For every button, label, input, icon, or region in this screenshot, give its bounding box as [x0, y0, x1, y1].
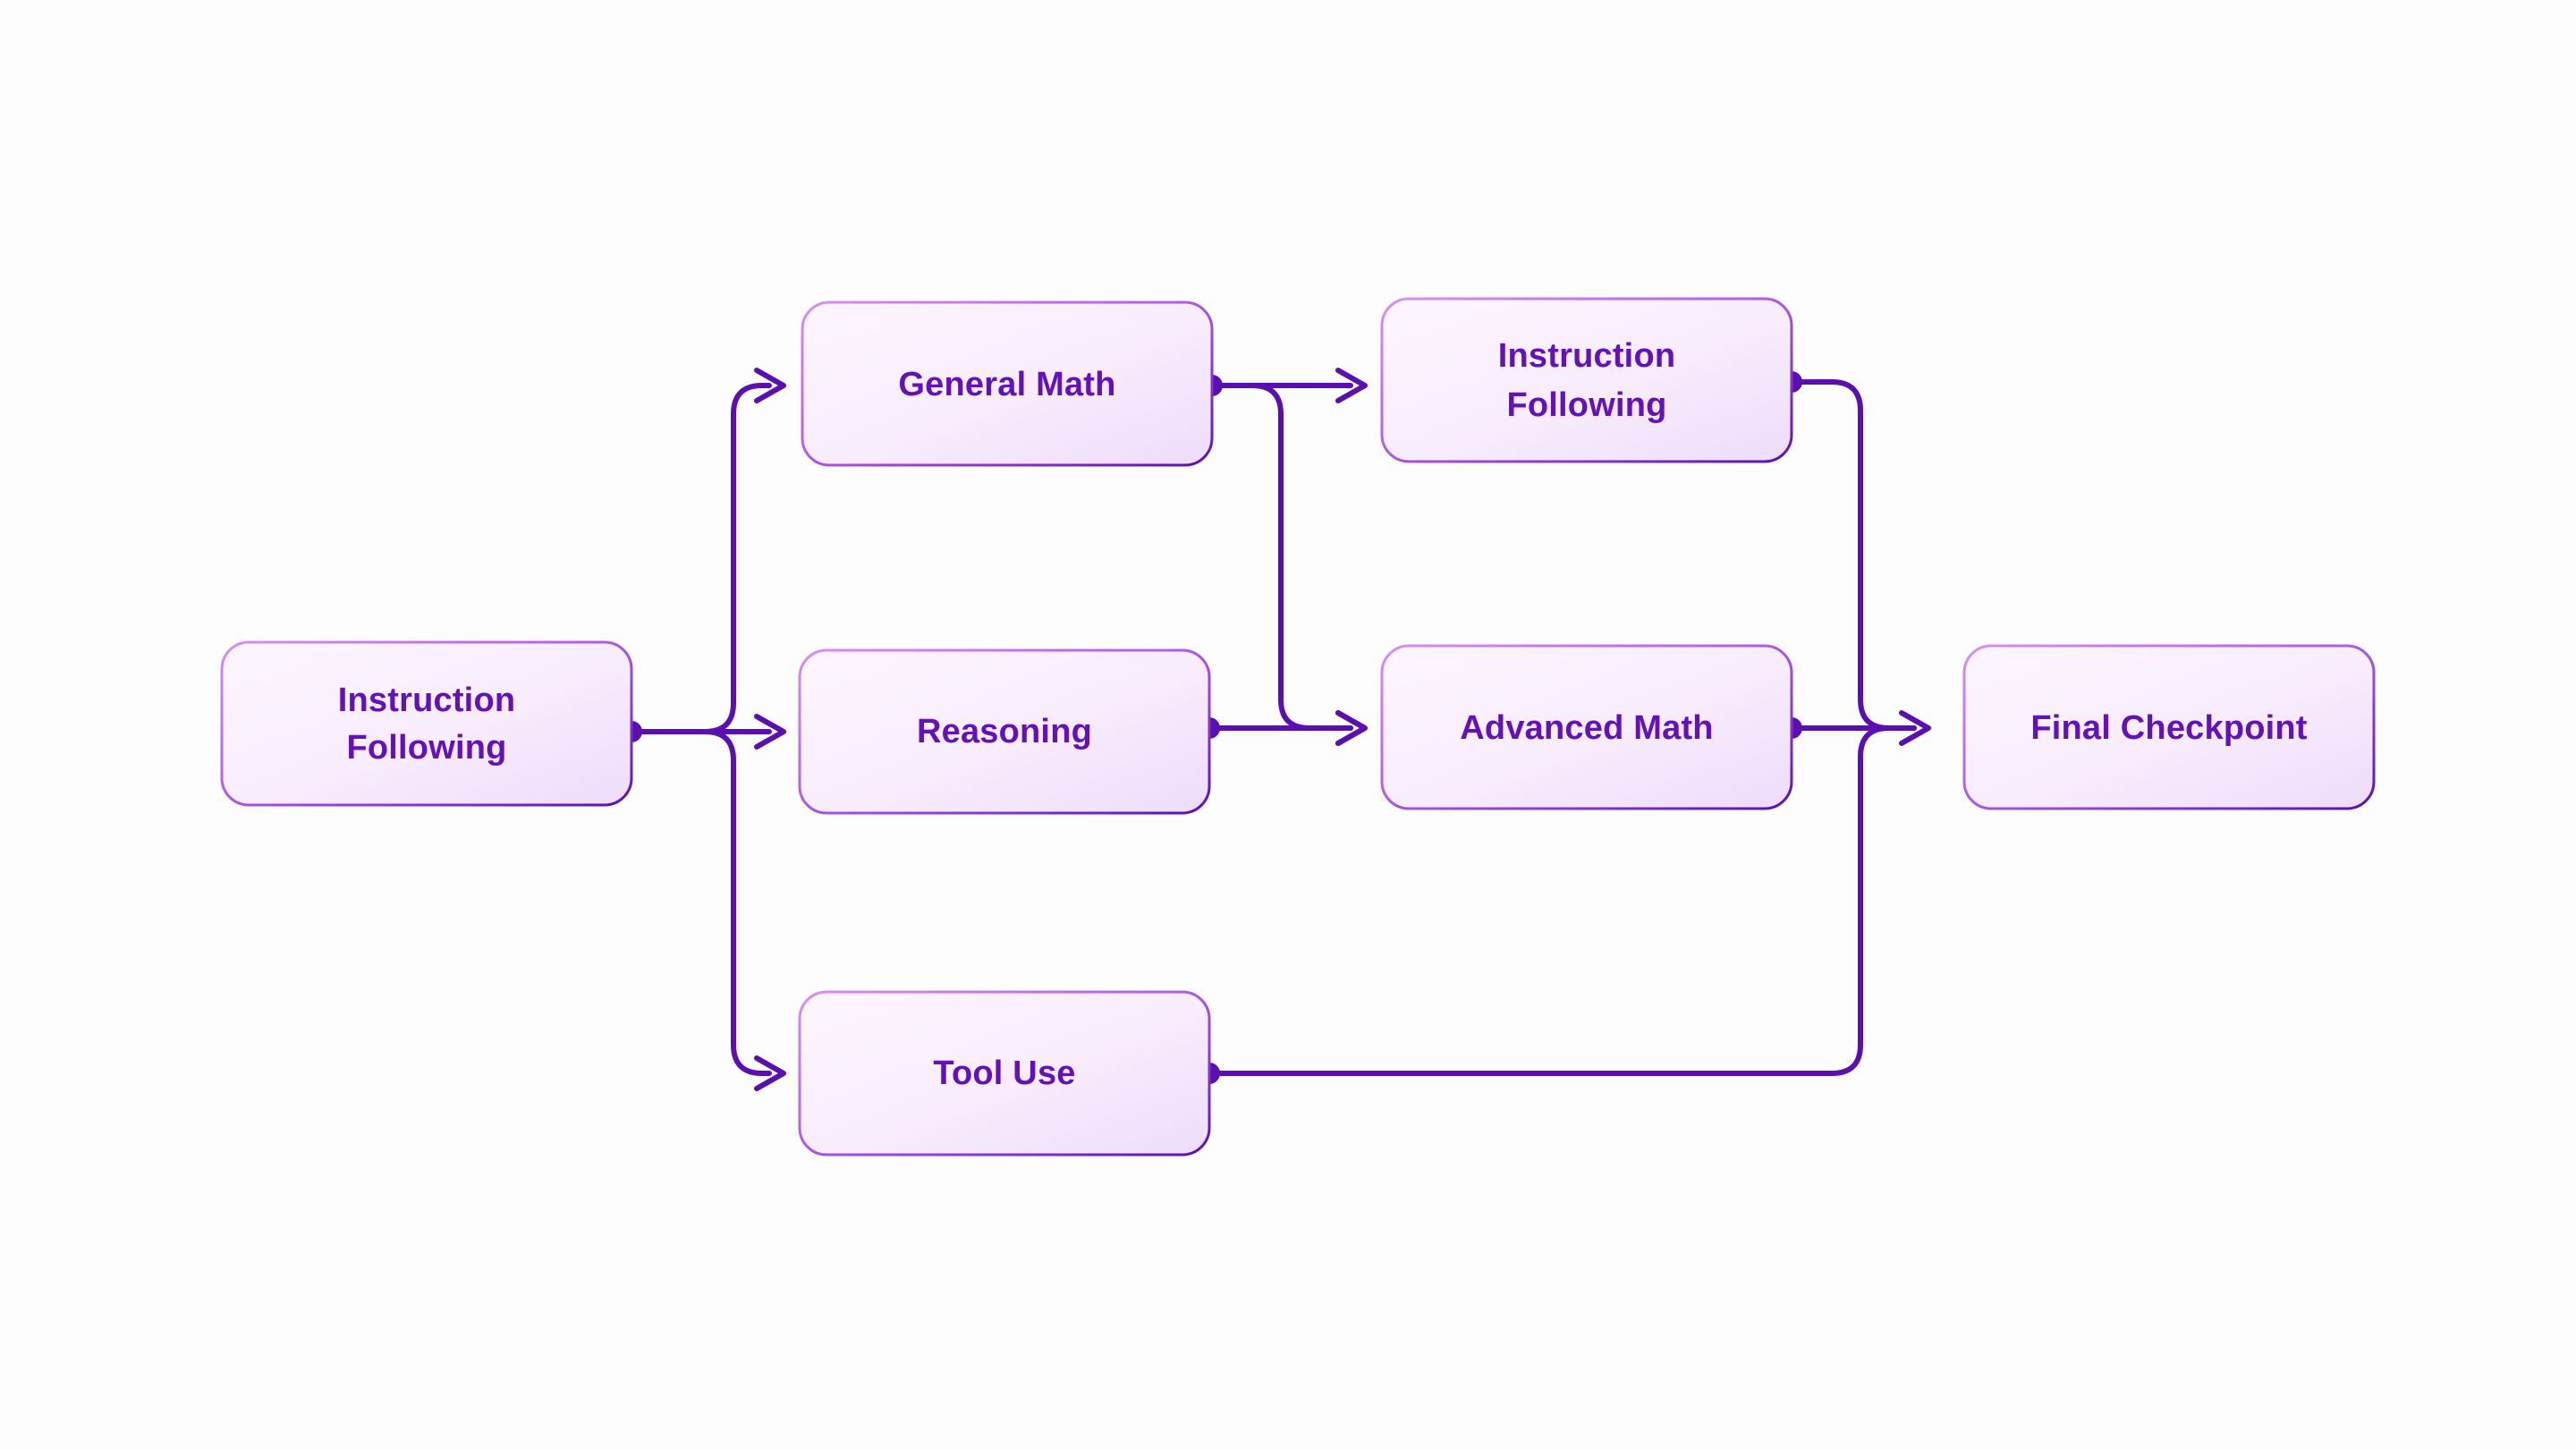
node-label-line-1: Tool Use	[933, 1055, 1075, 1092]
edge-tool-use-to-final	[1207, 725, 1917, 1076]
node-box[interactable]	[1380, 297, 1793, 463]
node-label-line-1: Instruction	[1498, 337, 1676, 375]
node-box[interactable]	[1380, 644, 1793, 810]
edge-reasoning-to-advanced-math	[1207, 710, 1368, 746]
node-box[interactable]	[798, 648, 1211, 815]
edge-general-math-to-advanced-math	[1209, 383, 1368, 746]
node-box[interactable]	[801, 301, 1214, 467]
node-label-line-1: Final Checkpoint	[2030, 709, 2307, 747]
node-instruction-following-start[interactable]: Instruction Following	[220, 640, 633, 807]
node-layer: Instruction Following General Math Reaso…	[220, 297, 2376, 1157]
node-label-line-1: Reasoning	[917, 713, 1092, 750]
node-advanced-math[interactable]: Advanced Math	[1380, 644, 1793, 810]
node-general-math[interactable]: General Math	[801, 301, 1214, 467]
node-box[interactable]	[798, 990, 1211, 1157]
node-label-line-1: Instruction	[338, 682, 516, 719]
node-final-checkpoint[interactable]: Final Checkpoint	[1962, 644, 2376, 810]
node-box[interactable]	[1962, 644, 2376, 810]
node-box[interactable]	[220, 640, 633, 807]
node-label-line-2: Following	[346, 729, 506, 767]
node-label-line-1: Advanced Math	[1460, 709, 1713, 747]
node-instruction-following-mid[interactable]: Instruction Following	[1380, 297, 1793, 463]
edge-start-to-tool-use	[629, 729, 786, 1091]
node-label-line-1: General Math	[898, 366, 1115, 403]
edge-start-to-general-math	[629, 368, 786, 734]
node-reasoning[interactable]: Reasoning	[798, 648, 1211, 815]
node-label-line-2: Following	[1506, 386, 1666, 424]
node-tool-use[interactable]: Tool Use	[798, 990, 1211, 1157]
edge-instruction-following-to-final	[1789, 379, 1917, 731]
